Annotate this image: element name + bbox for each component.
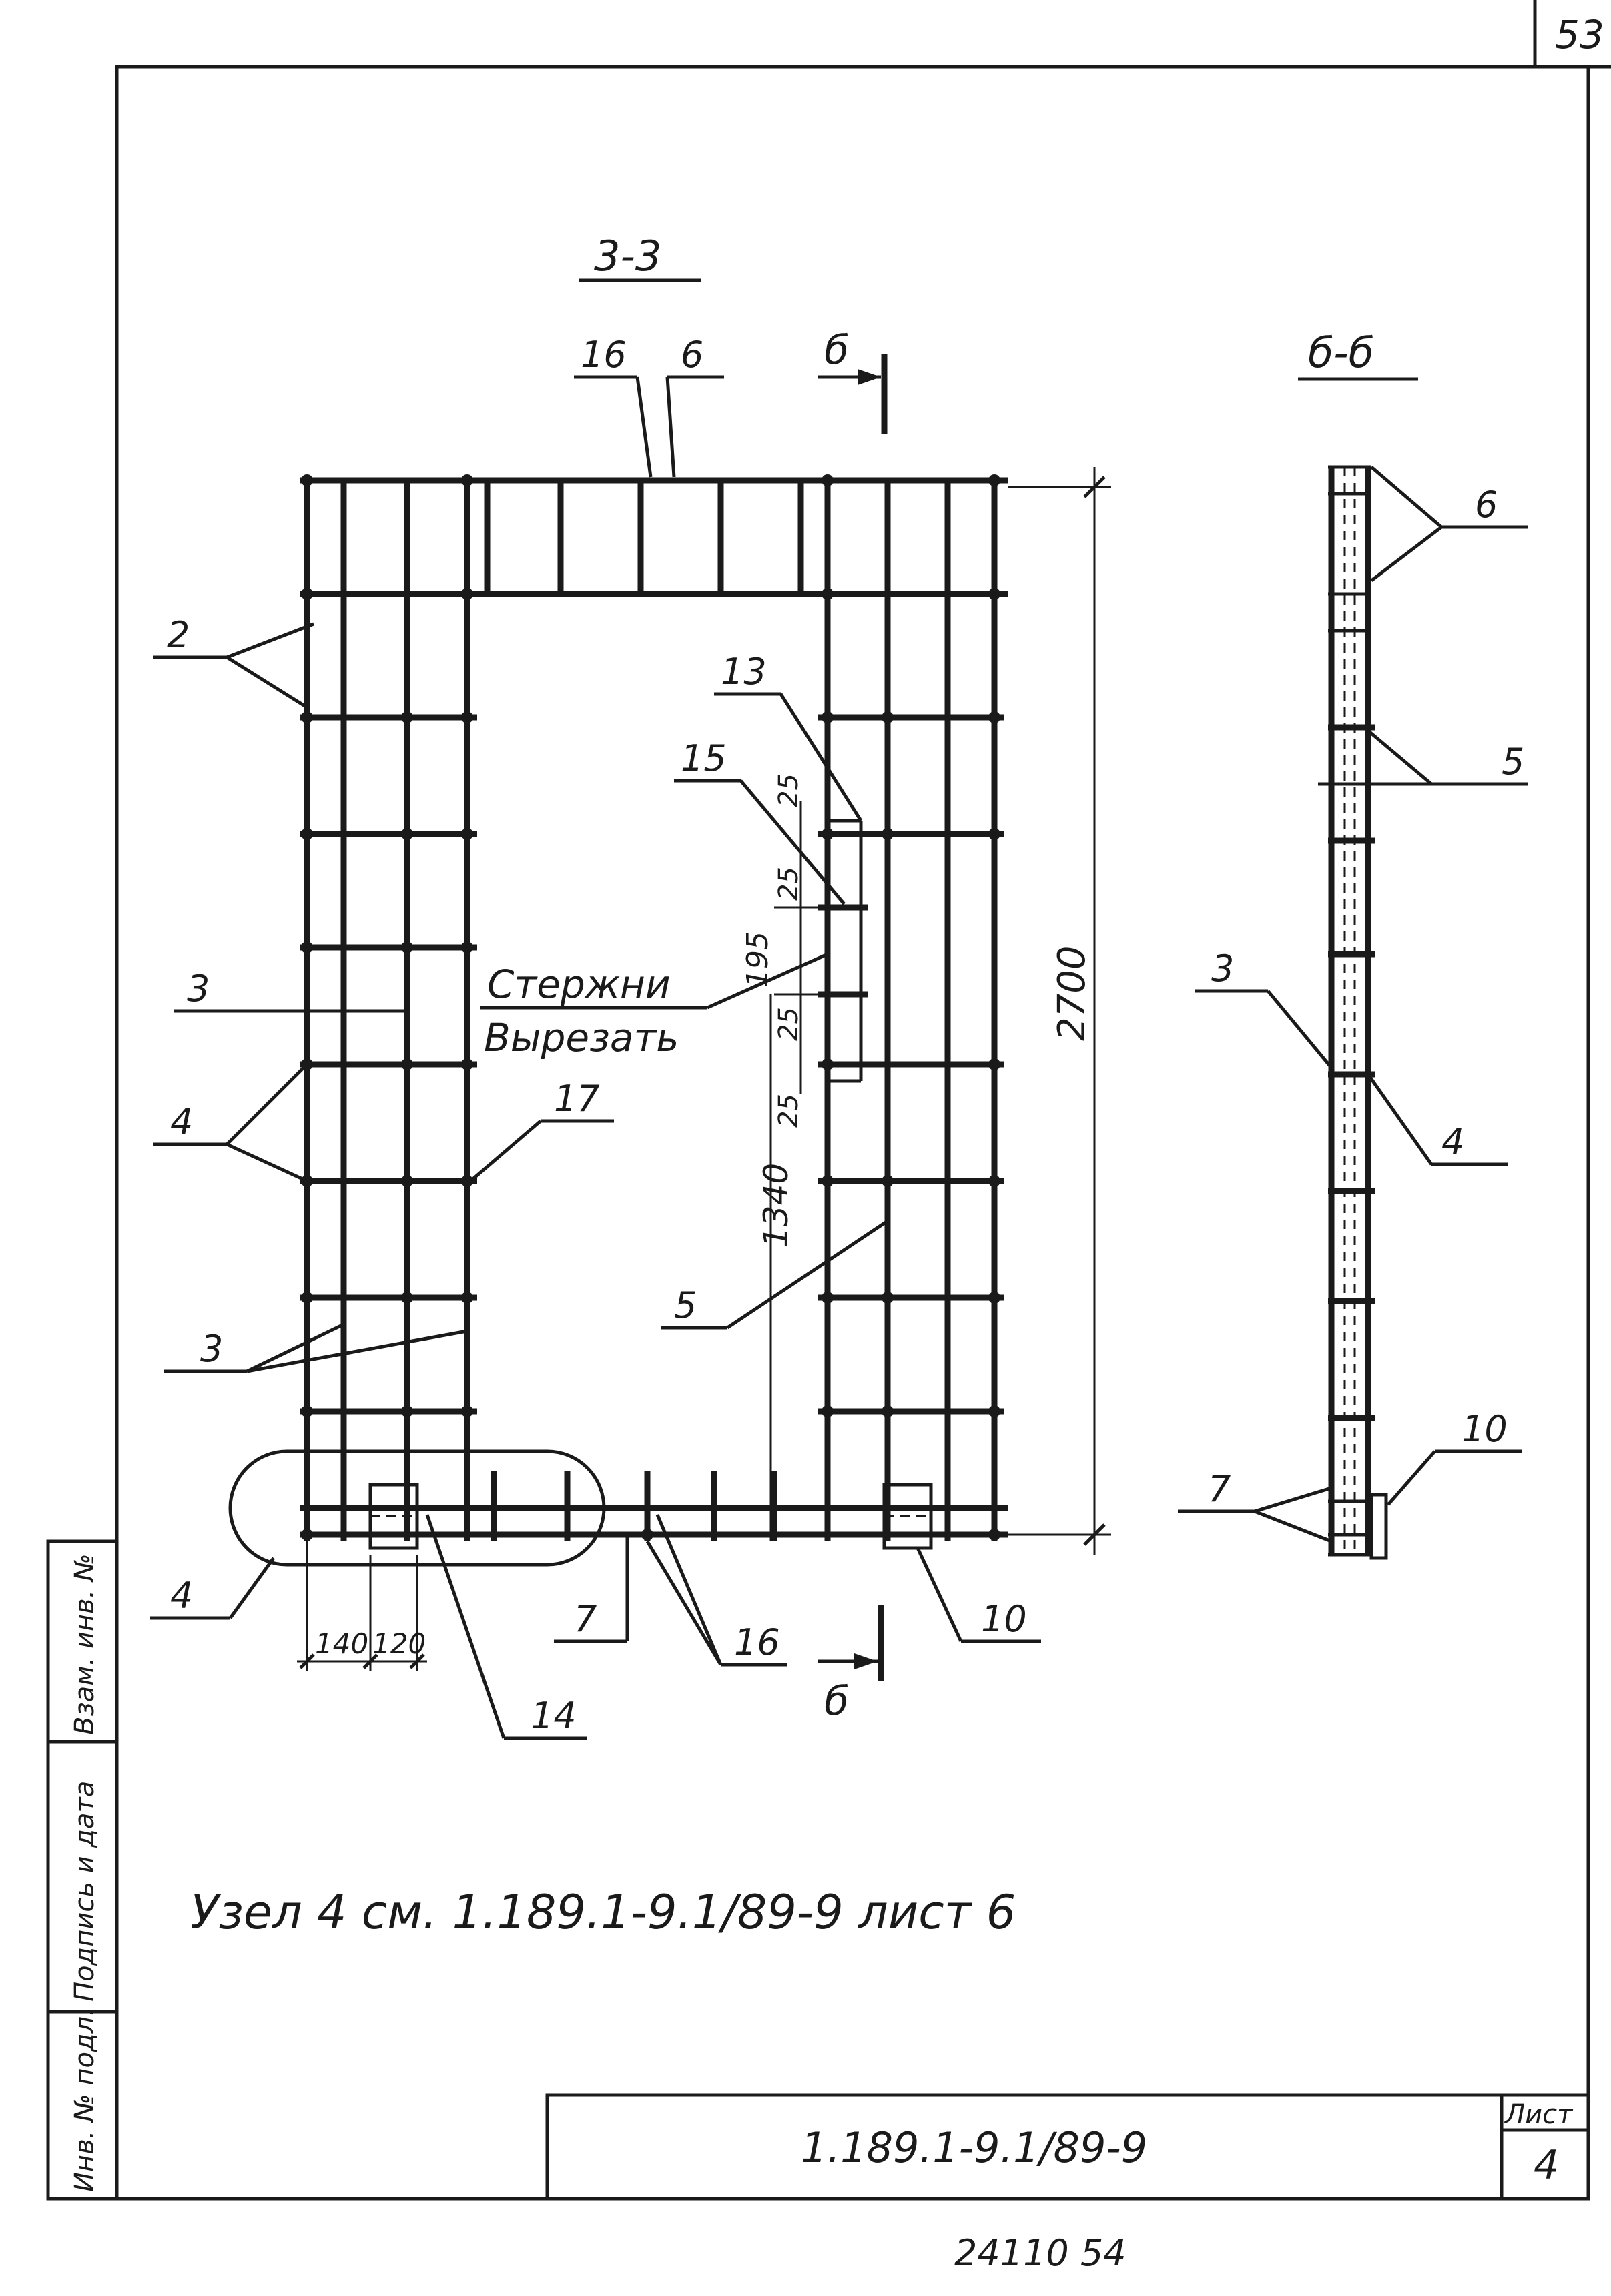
callout-cut-note: Стержни Вырезать [480, 952, 829, 1060]
cut-mark-top-label: б [824, 327, 849, 374]
callout-17: 17 [469, 1078, 614, 1182]
dimension-1340: 1340 [757, 994, 824, 1541]
page-number-box: 53 [1533, 0, 1611, 69]
title-sheet-label: Лист [1504, 2099, 1574, 2130]
callout-3-left-label: 3 [187, 968, 210, 1010]
callout-14: 14 [425, 1514, 587, 1740]
cut-note-line1: Стержни [487, 962, 671, 1007]
callout-13-label: 13 [721, 651, 767, 693]
callout-16-top-label: 16 [581, 334, 627, 376]
title-block: 1.189.1-9.1/89-9 Лист 4 [545, 2093, 1590, 2201]
section-title-3-3: 3-3 [594, 232, 661, 280]
callout-13: 13 [714, 651, 863, 822]
dim-25-d: 25 [773, 1094, 804, 1128]
side-callout-10: 10 [1387, 1408, 1522, 1506]
dim-1340: 1340 [757, 1163, 795, 1248]
dimension-bottom: 140 120 [297, 1541, 427, 1671]
footer-code: 24110 54 [954, 2232, 1126, 2274]
title-document-code: 1.189.1-9.1/89-9 [801, 2123, 1147, 2172]
callout-4-left-label: 4 [170, 1101, 193, 1143]
callout-3-bottom-label: 3 [200, 1328, 223, 1370]
side-callout-5: 5 [1318, 729, 1528, 786]
dimension-cut-group: 195 25 25 25 25 [741, 773, 828, 1128]
callout-14-label: 14 [531, 1695, 577, 1737]
dim-2700: 2700 [1050, 945, 1094, 1041]
dim-140: 140 [315, 1627, 368, 1660]
side-view [1328, 465, 1388, 1560]
callout-15-label: 15 [681, 737, 727, 779]
callout-15: 15 [674, 737, 846, 905]
callout-5: 5 [661, 1219, 889, 1330]
callout-7-label: 7 [574, 1598, 597, 1640]
reference-note: Узел 4 см. 1.189.1-9.1/89-9 лист 6 [190, 1885, 1016, 1940]
side-callout-6-label: 6 [1475, 484, 1498, 526]
dimension-overall: 2700 [1008, 467, 1111, 1555]
side-stamp: Инв. № подл. Подпись и дата Взам. инв. № [46, 1539, 119, 2201]
side-callout-4-label: 4 [1441, 1121, 1464, 1163]
callout-16-bottom-label: 16 [734, 1621, 780, 1663]
cut-mark-bottom-label: б [824, 1678, 849, 1725]
callout-2-label: 2 [167, 614, 190, 656]
callout-16-bottom: 16 [645, 1514, 787, 1667]
cut-note-line2: Вырезать [484, 1015, 679, 1060]
dim-25-a: 25 [773, 773, 804, 807]
callout-5-label: 5 [674, 1284, 697, 1326]
callout-10: 10 [916, 1547, 1041, 1643]
side-callout-10-label: 10 [1462, 1408, 1508, 1450]
cut-marker-bottom: б [818, 1605, 884, 1725]
side-callout-7-label: 7 [1208, 1468, 1231, 1510]
weld-dots [301, 474, 1000, 1541]
side-callout-6: 6 [1370, 466, 1528, 582]
side-callout-5-label: 5 [1502, 741, 1524, 783]
callout-2: 2 [153, 614, 314, 709]
side-part-10-plate [1369, 1493, 1388, 1560]
callout-3-left: 3 [174, 968, 407, 1013]
side-callout-3: 3 [1195, 947, 1333, 1069]
dim-25-c: 25 [773, 1007, 804, 1041]
callout-4-node-label: 4 [170, 1575, 193, 1617]
title-sheet-number: 4 [1534, 2142, 1559, 2189]
callout-4-node: 4 [150, 1557, 276, 1620]
side-callout-7: 7 [1178, 1468, 1332, 1543]
page-number: 53 [1555, 12, 1604, 57]
callout-7: 7 [554, 1535, 629, 1643]
section-title-side: б-б [1298, 328, 1418, 381]
callout-4-left: 4 [153, 1063, 308, 1183]
callout-16-top: 16 [574, 334, 653, 478]
dim-25-b: 25 [773, 867, 804, 901]
section-title-b-b: б-б [1308, 328, 1374, 377]
cut-marker-top: б [818, 327, 888, 434]
stamp-signature: Подпись и дата [69, 1781, 100, 2002]
callout-10-label: 10 [981, 1598, 1027, 1640]
callout-17-label: 17 [554, 1078, 600, 1120]
stamp-replace: Взам. инв. № [69, 1553, 100, 1735]
stamp-inv-orig: Инв. № подл. [69, 2008, 100, 2192]
section-title-main: 3-3 [579, 232, 701, 282]
callout-6-top-label: 6 [681, 334, 703, 376]
side-callout-4: 4 [1366, 1073, 1508, 1166]
callout-6-top: 6 [665, 334, 724, 478]
callout-3-bottom: 3 [164, 1322, 468, 1373]
side-callout-3-label: 3 [1211, 947, 1234, 990]
dim-120: 120 [372, 1627, 426, 1660]
dim-195: 195 [741, 931, 775, 988]
